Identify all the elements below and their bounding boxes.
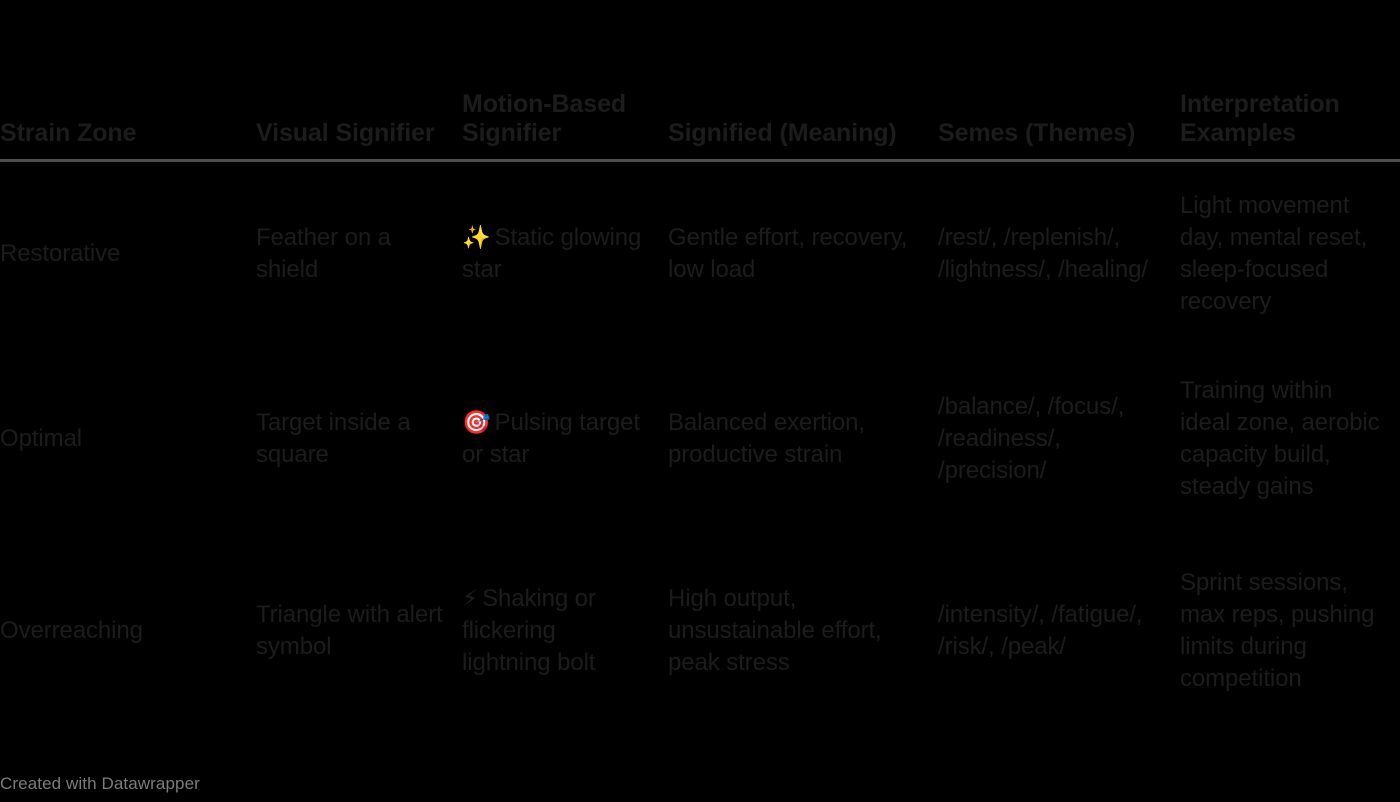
datawrapper-credit[interactable]: Created with Datawrapper xyxy=(0,774,200,793)
column-header-signified[interactable]: Signified (Meaning) xyxy=(668,0,938,162)
strain-zone-semiotics-table: Strain Zone Visual Signifier Motion-Base… xyxy=(0,0,1400,730)
cell-semes: /intensity/, /fatigue/, /risk/, /peak/ xyxy=(938,601,1143,660)
table-header-row: Strain Zone Visual Signifier Motion-Base… xyxy=(0,0,1400,162)
direct-hit-target-icon: 🎯 xyxy=(462,410,491,437)
cell-signified: Gentle effort, recovery, low load xyxy=(668,223,908,283)
cell-visual-signifier: Feather on a shield xyxy=(256,223,391,283)
column-header-visual-signifier[interactable]: Visual Signifier xyxy=(256,0,462,162)
cell-motion-signifier-label: Shaking or flickering lightning bolt xyxy=(462,585,596,676)
cell-semes: /balance/, /focus/, /readiness/, /precis… xyxy=(938,393,1125,484)
cell-signified: High output, unsustainable effort, peak … xyxy=(668,585,882,676)
cell-interpretation: Light movement day, mental reset, sleep-… xyxy=(1180,191,1368,315)
cell-semes: /rest/, /replenish/, /lightness/, /heali… xyxy=(938,223,1148,283)
cell-strain-zone: Optimal xyxy=(0,425,82,453)
table-row: Overreaching Triangle with alert symbol … xyxy=(0,532,1400,730)
cell-visual-signifier: Triangle with alert symbol xyxy=(256,601,443,660)
cell-motion-signifier: ⚡Shaking or flickering lightning bolt xyxy=(462,532,668,730)
column-header-interpretation[interactable]: Interpretation Examples xyxy=(1180,0,1400,162)
table-row: Restorative Feather on a shield ✨Static … xyxy=(0,160,1400,346)
cell-motion-signifier-label: Pulsing target or star xyxy=(462,409,640,468)
cell-interpretation: Sprint sessions, max reps, pushing limit… xyxy=(1180,569,1375,692)
cell-motion-signifier: 🎯Pulsing target or star xyxy=(462,346,668,532)
high-voltage-lightning-bolt-icon: ⚡ xyxy=(462,586,479,613)
table-body: Restorative Feather on a shield ✨Static … xyxy=(0,160,1400,730)
table-header: Strain Zone Visual Signifier Motion-Base… xyxy=(0,0,1400,162)
sparkles-icon: ✨ xyxy=(462,224,491,251)
column-header-motion-signifier[interactable]: Motion-Based Signifier xyxy=(462,0,668,162)
column-header-semes[interactable]: Semes (Themes) xyxy=(938,0,1180,162)
cell-visual-signifier: Target inside a square xyxy=(256,409,411,468)
cell-interpretation: Training within ideal zone, aerobic capa… xyxy=(1180,377,1380,500)
cell-motion-signifier: ✨Static glowing star xyxy=(462,160,668,346)
cell-signified: Balanced exertion, productive strain xyxy=(668,409,865,468)
column-header-strain-zone[interactable]: Strain Zone xyxy=(0,0,256,162)
cell-strain-zone: Overreaching xyxy=(0,617,143,645)
cell-motion-signifier-label: Static glowing star xyxy=(462,223,642,283)
table-row: Optimal Target inside a square 🎯Pulsing … xyxy=(0,346,1400,532)
cell-strain-zone: Restorative xyxy=(0,239,121,267)
